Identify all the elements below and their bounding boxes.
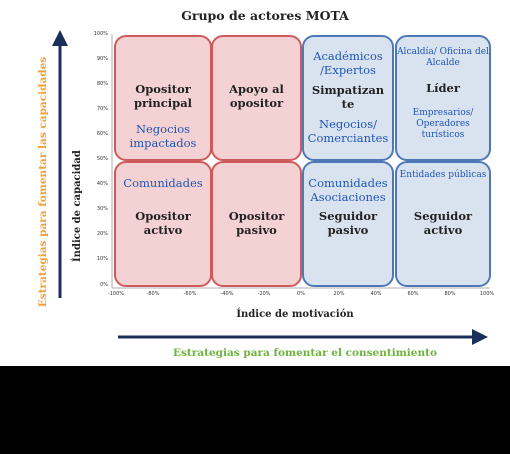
cell-group-label: Comunidades xyxy=(123,176,203,190)
y-tick-label: 80% xyxy=(96,81,108,87)
x-tick-label: -100% xyxy=(107,291,125,297)
y-tick-label: 50% xyxy=(96,156,108,162)
y-tick-label: 0% xyxy=(100,282,108,288)
cell-seguidor-activo: Entidades públicas Seguidor activo xyxy=(395,161,491,287)
y-axis-label: Índice de capacidad xyxy=(72,150,83,262)
horizontal-arrow-head xyxy=(472,329,488,345)
arrows-layer xyxy=(52,30,490,345)
cell-type-label: Líder xyxy=(426,81,460,95)
cell-group-label: Negocios/ Comerciantes xyxy=(307,117,389,145)
x-tick-label: -80% xyxy=(146,291,160,297)
x-tick-label: 20% xyxy=(333,291,345,297)
consent-strategy-label: Estrategias para fomentar el consentimie… xyxy=(173,347,437,359)
y-tick-label: 10% xyxy=(96,256,108,262)
cell-opositor-principal: Opositor principal Negocios impactados xyxy=(114,35,212,161)
cell-opositor-activo: Comunidades Opositor activo xyxy=(114,161,212,287)
cell-type-label: Opositor principal xyxy=(133,82,193,110)
cell-group-label: Negocios impactados xyxy=(129,122,197,150)
matrix-diagram: Grupo de actores MOTA 100% 90% 80% 70% 6… xyxy=(0,0,510,366)
x-tick-label: -20% xyxy=(257,291,271,297)
x-tick-label: 0% xyxy=(297,291,305,297)
cell-type-label: Seguidor pasivo xyxy=(318,209,378,237)
cell-type-label: Simpatizan te xyxy=(311,83,385,111)
x-axis-label: Índice de motivación xyxy=(236,309,354,320)
x-tick-label: -40% xyxy=(220,291,234,297)
cell-group-label: Entidades públicas xyxy=(399,170,487,180)
y-tick-label: 40% xyxy=(96,181,108,187)
x-tick-label: 40% xyxy=(370,291,382,297)
diagram-title: Grupo de actores MOTA xyxy=(181,8,349,23)
capacity-strategy-label: Estrategias para fomentar las capacidade… xyxy=(37,56,49,308)
vertical-arrow-head xyxy=(52,30,68,46)
y-tick-label: 20% xyxy=(96,231,108,237)
x-tick-label: 60% xyxy=(407,291,419,297)
y-tick-label: 30% xyxy=(96,206,108,212)
cell-group-label: Académicos /Expertos xyxy=(313,49,383,77)
cell-apoyo-al-opositor: Apoyo al opositor xyxy=(211,35,302,161)
cell-simpatizante: Académicos /Expertos Simpatizan te Negoc… xyxy=(302,35,394,161)
cell-group-label: Empresarios/ Operadores turísticos xyxy=(412,108,474,140)
cell-seguidor-pasivo: Comunidades Asociaciones Seguidor pasivo xyxy=(302,161,394,287)
cell-group-label: Alcaldía/ Oficina del Alcalde xyxy=(397,47,489,68)
y-tick-label: 100% xyxy=(93,31,108,37)
cell-type-label: Opositor activo xyxy=(135,209,191,237)
y-tick-label: 70% xyxy=(96,106,108,112)
y-tick-label: 60% xyxy=(96,131,108,137)
cell-type-label: Apoyo al opositor xyxy=(229,82,284,110)
cell-group-label: Comunidades Asociaciones xyxy=(308,176,388,204)
y-tick-label: 90% xyxy=(96,56,108,62)
cell-lider: Alcaldía/ Oficina del Alcalde Líder Empr… xyxy=(395,35,491,161)
x-tick-label: 80% xyxy=(444,291,456,297)
cell-type-label: Opositor pasivo xyxy=(228,209,285,237)
x-tick-label: 100% xyxy=(479,291,495,297)
cell-opositor-pasivo: Opositor pasivo xyxy=(211,161,302,287)
cell-type-label: Seguidor activo xyxy=(413,209,473,237)
x-tick-label: -60% xyxy=(183,291,197,297)
